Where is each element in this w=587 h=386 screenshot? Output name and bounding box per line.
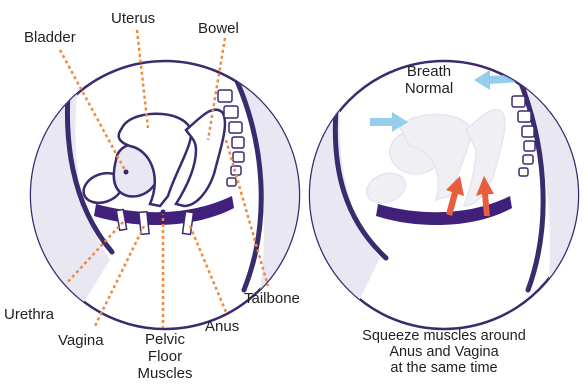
label-anus: Anus	[205, 318, 239, 335]
label-pelvic-floor-muscles: Pelvic Floor Muscles	[132, 331, 198, 382]
label-bladder: Bladder	[24, 29, 76, 46]
breath-label-line: Breath	[394, 63, 464, 80]
label-pelvic-floor-line: Floor	[132, 348, 198, 365]
caption-line: Squeeze muscles around	[324, 328, 564, 344]
label-pelvic-floor-line: Pelvic	[132, 331, 198, 348]
caption-line: Anus and Vagina	[324, 344, 564, 360]
right-exercise-panel	[300, 60, 587, 340]
label-uterus: Uterus	[111, 10, 155, 27]
label-bowel: Bowel	[198, 20, 239, 37]
breath-label-line: Normal	[394, 80, 464, 97]
label-tailbone: Tailbone	[244, 290, 300, 307]
label-pelvic-floor-line: Muscles	[132, 365, 198, 382]
label-vagina: Vagina	[58, 332, 104, 349]
label-breath-normal: Breath Normal	[394, 63, 464, 97]
label-urethra: Urethra	[4, 306, 54, 323]
caption-line: at the same time	[324, 360, 564, 376]
caption-squeeze-instructions: Squeeze muscles around Anus and Vagina a…	[324, 328, 564, 376]
